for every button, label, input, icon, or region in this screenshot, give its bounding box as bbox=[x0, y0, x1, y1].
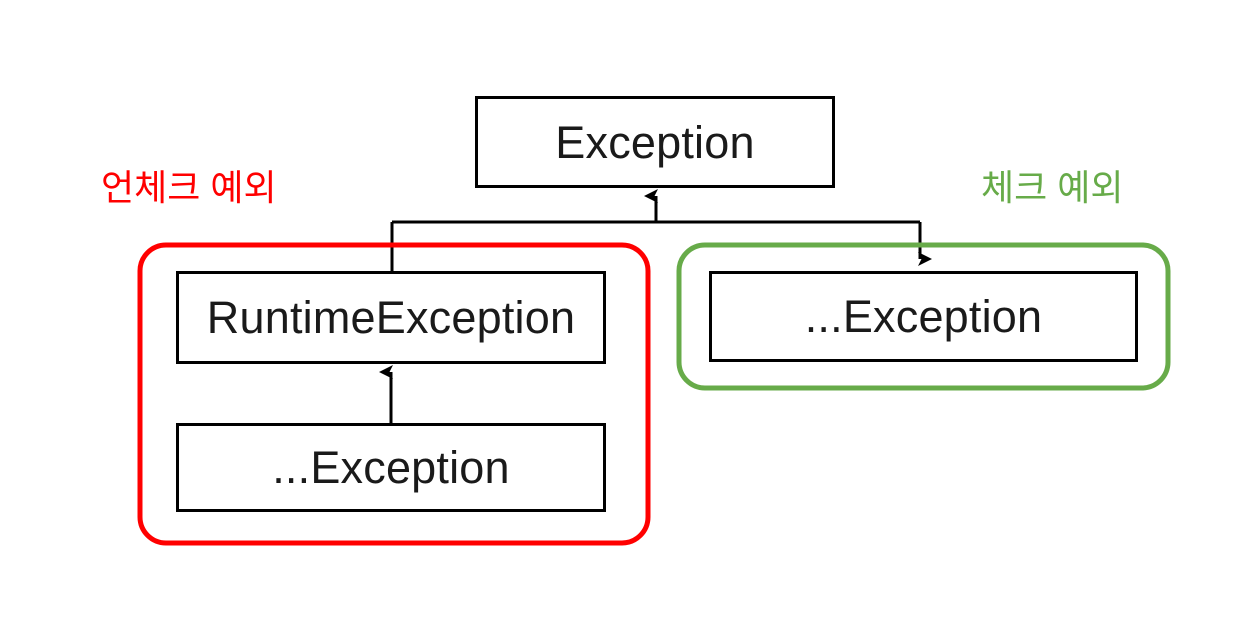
node-unchecked-subclass[interactable]: ...Exception bbox=[176, 423, 606, 512]
node-runtime-exception[interactable]: RuntimeException bbox=[176, 271, 606, 364]
checked-group-label: 체크 예외 bbox=[981, 167, 1124, 208]
node-checked-subclass-label: ...Exception bbox=[804, 291, 1043, 342]
node-checked-subclass[interactable]: ...Exception bbox=[709, 271, 1138, 362]
node-exception[interactable]: Exception bbox=[475, 96, 835, 188]
checked-group-outline bbox=[676, 242, 1171, 391]
edge-hierarchy-junction bbox=[390, 189, 932, 271]
unchecked-group-label: 언체크 예외 bbox=[101, 167, 277, 208]
unchecked-group-outline bbox=[137, 242, 651, 546]
node-exception-label: Exception bbox=[555, 116, 755, 168]
node-unchecked-subclass-label: ...Exception bbox=[272, 442, 510, 493]
node-runtime-exception-label: RuntimeException bbox=[206, 292, 576, 343]
